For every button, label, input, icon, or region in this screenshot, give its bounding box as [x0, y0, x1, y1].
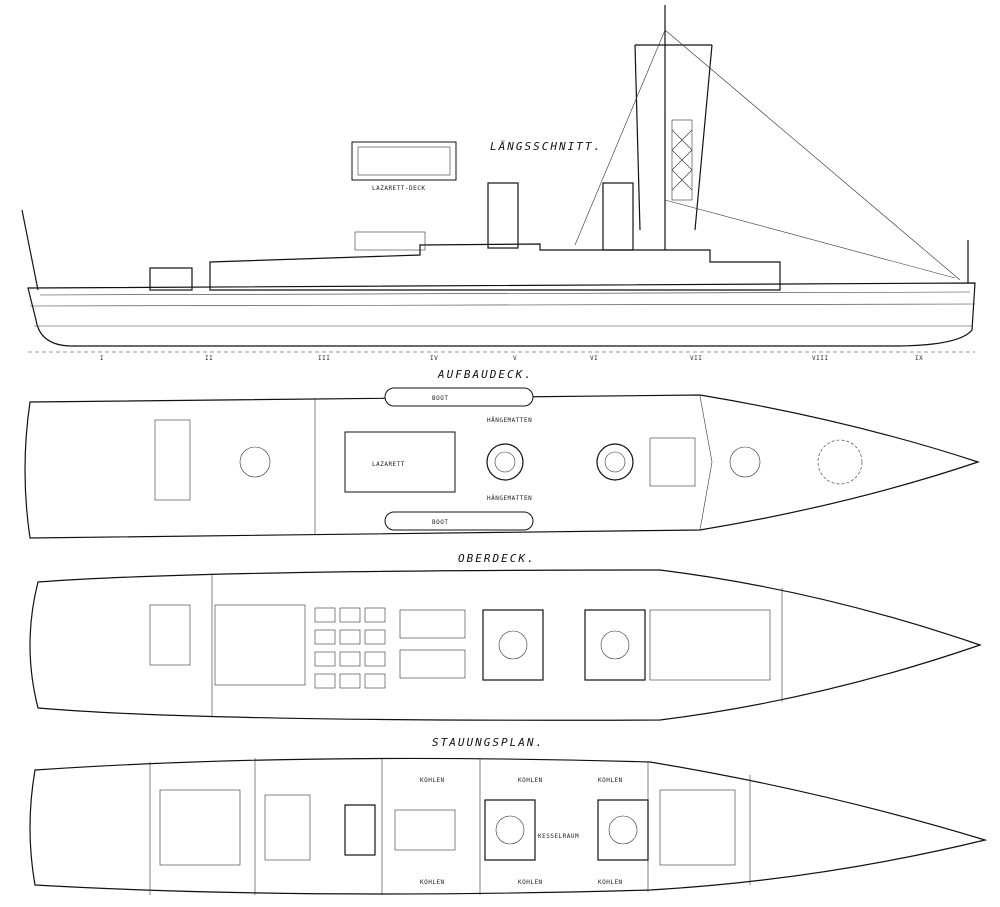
sick-bay-room: [344, 431, 456, 493]
stowage-plan: STAUUNGSPLAN. KOHLEN KOHLEN KOHLEN KOHLE…: [29, 736, 988, 895]
boat-starboard: [384, 387, 534, 407]
engine-room-machinery: [344, 804, 376, 856]
title-stowage-plan: STAUUNGSPLAN.: [432, 736, 544, 749]
label-coal-6: KOHLEN: [598, 879, 623, 886]
ensign-staff: [21, 209, 39, 291]
uptake-fore: [584, 609, 646, 681]
gun-aft: [239, 446, 271, 478]
superstructure-profile: [209, 243, 781, 291]
frame-VI: VI: [590, 355, 598, 362]
aft-deckhouse: [149, 267, 193, 291]
label-boat-port: BOOT: [432, 519, 448, 526]
frame-IX: IX: [915, 355, 923, 362]
frame-II: II: [205, 355, 213, 362]
title-longitudinal: LÄNGSSCHNITT.: [490, 140, 602, 153]
frame-IV: IV: [430, 355, 438, 362]
funnel-aft: [487, 182, 519, 249]
lattice-tower: [671, 119, 693, 201]
frame-I: I: [100, 355, 104, 362]
label-coal-4: KOHLEN: [420, 879, 445, 886]
superstructure-deck-plan: AUFBAUDECK. BOOT BOOT LAZARETT HÄNGEMATT…: [24, 368, 980, 539]
label-coal-2: KOHLEN: [518, 777, 543, 784]
boiler-aft: [484, 799, 536, 861]
frame-VII: VII: [690, 355, 702, 362]
title-superstructure-deck: AUFBAUDECK.: [437, 368, 533, 381]
label-coal-5: KOHLEN: [518, 879, 543, 886]
hull-outline-superstructure: [24, 394, 980, 539]
hull-profile: [27, 282, 976, 347]
label-boiler-room: KESSELRAUM: [538, 833, 579, 840]
label-hammocks-1: HÄNGEMATTEN: [487, 417, 532, 424]
sick-bay-deck-inset: [351, 141, 457, 181]
boat-port: [384, 511, 534, 531]
frame-V: V: [513, 355, 517, 362]
label-hammocks-2: HÄNGEMATTEN: [487, 495, 532, 502]
upper-deck-plan: OBERDECK.: [29, 552, 982, 721]
label-sick-bay: LAZARETT: [372, 461, 405, 468]
hull-outline-stowage: [29, 757, 988, 895]
funnel-casing-aft: [486, 443, 524, 481]
label-boat-starboard: BOOT: [432, 395, 448, 402]
label-sick-bay-deck: LAZARETT-DECK: [372, 185, 425, 192]
frame-III: III: [318, 355, 330, 362]
uptake-aft: [482, 609, 544, 681]
label-coal-3: KOHLEN: [598, 777, 623, 784]
boiler-fore: [597, 799, 649, 861]
mess-tables: [314, 607, 386, 689]
funnel-fore: [602, 182, 634, 251]
gun-fore: [729, 446, 761, 478]
rigging-fore: [664, 29, 961, 281]
hull-outline-upper: [29, 569, 982, 721]
funnel-casing-fore: [596, 443, 634, 481]
longitudinal-section: LÄNGSSCHNITT. LAZARETT-DECK I: [21, 5, 976, 362]
title-upper-deck: OBERDECK.: [458, 552, 536, 565]
label-coal-1: KOHLEN: [420, 777, 445, 784]
frame-VIII: VIII: [812, 355, 828, 362]
